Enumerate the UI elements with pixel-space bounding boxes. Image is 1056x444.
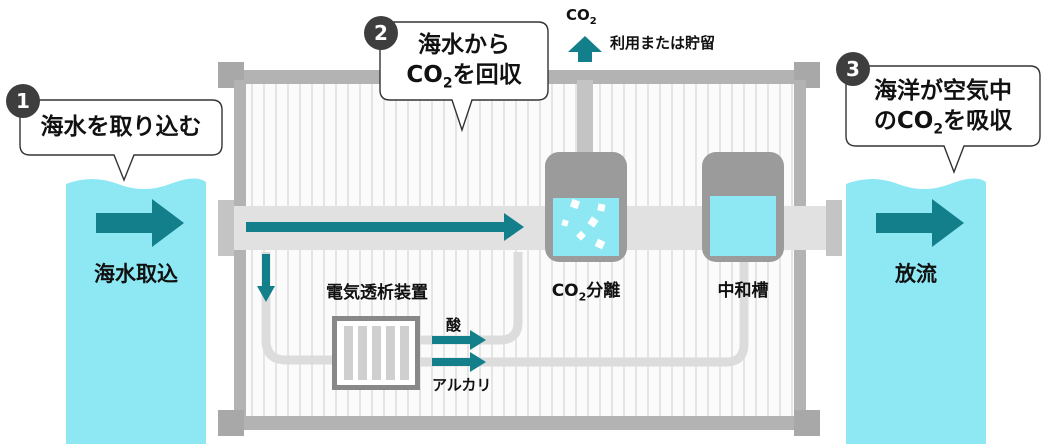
column-right [794,80,806,424]
seawater-discharge [846,178,986,444]
neutralization-label: 中和槽 [717,281,769,301]
acid-label: 酸 [446,316,462,334]
co2-separation-sub: 2 [578,290,587,304]
acid-pipe [416,252,523,345]
step-2-text: 海水から CO2を回収 [380,30,548,99]
step-3-line-1: 海洋が空気中 [874,78,1012,104]
co2-separation-prefix: CO [551,281,579,301]
step-2-line-2-suffix: を回収 [452,62,522,88]
electrodialysis-unit [332,316,420,390]
step-3-line-2-suffix: を吸収 [943,108,1013,134]
step-3-badge: 3 [836,52,870,86]
step-1-badge: 1 [6,84,40,118]
co2-separation-tank [545,152,627,262]
co2-separation-label: CO2分離 [536,276,636,303]
alkali-arrow [432,358,472,366]
discharge-label: 放流 [895,262,937,286]
speech-bubbles [19,21,1041,182]
step-3-text: 海洋が空気中 のCO2を吸収 [846,76,1040,145]
step-3-line-2-sub: 2 [933,121,944,138]
discharge-arrow [876,213,934,233]
floor-beam [226,416,812,430]
electrodialysis-label: 電気透析装置 [326,283,428,303]
co2-outlet-pipe [577,80,593,160]
flow-arrow-main [246,222,506,232]
step-2-badge: 2 [364,16,398,50]
flow-arrow-down [262,254,270,288]
column-left [234,80,246,424]
step-2-line-2: CO2を回収 [380,60,548,99]
alkali-arrow-head [470,352,486,372]
use-or-storage-label: 利用または貯留 [610,34,716,52]
co2-out-prefix: CO [566,6,590,24]
step-3-line-2: のCO2を吸収 [846,106,1040,145]
co2-out-sub: 2 [589,16,597,27]
step-3-line-2-prefix: のCO [873,108,934,134]
alkali-label: アルカリ [432,376,492,394]
acid-arrow-head [470,330,486,350]
floor-joint-left [218,410,244,436]
acid-arrow [432,336,472,344]
flow-arrow-down-head [257,286,275,302]
co2-up-arrow [568,36,602,62]
floor-joint-right [794,410,820,436]
discharge-arrow-head [932,199,964,247]
step-2-line-1: 海水から [418,32,510,58]
step-2-line-2-prefix: CO [406,62,443,88]
intake-arrow-head [152,199,184,247]
step-1-text: 海水を取り込む [40,114,202,140]
flow-arrow-main-head [504,213,524,241]
co2-separation-suffix: 分離 [586,281,621,301]
pipe-to-electrodialysis [261,252,336,365]
neutralization-tank [702,152,784,262]
step-2-line-2-sub: 2 [442,75,453,92]
intake-label: 海水取込 [94,262,178,286]
co2-out-label: CO2 [566,6,597,27]
seawater-intake [66,178,206,444]
intake-arrow [96,213,154,233]
alkali-pipe [416,252,749,367]
